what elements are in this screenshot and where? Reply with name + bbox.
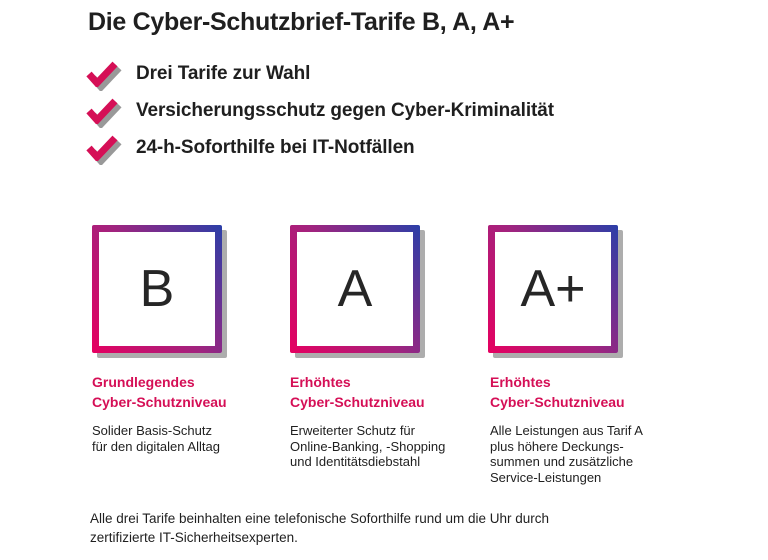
tariff-level-label: Erhöhtes Cyber-Schutzniveau <box>290 374 425 410</box>
tariff-card-a-plus: A+ <box>488 225 618 353</box>
tariff-description: Erweiterter Schutz für Online-Banking, -… <box>290 423 446 469</box>
checklist-label: Versicherungsschutz gegen Cyber-Kriminal… <box>136 99 554 121</box>
checkmark-icon <box>86 134 118 161</box>
tariff-card-a: A <box>290 225 420 353</box>
page-title: Die Cyber-Schutzbrief-Tarife B, A, A+ <box>88 8 515 36</box>
checklist-label: 24-h-Soforthilfe bei IT-Notfällen <box>136 136 415 158</box>
footnote-text: Alle drei Tarife beinhalten eine telefon… <box>90 511 550 545</box>
grade-letter-b: B <box>139 260 175 318</box>
grade-letter-a-plus: A+ <box>520 260 586 318</box>
checklist-item-1: Drei Tarife zur Wahl <box>86 60 554 87</box>
tariff-description: Solider Basis-Schutz für den digitalen A… <box>92 423 220 454</box>
checklist-item-3: 24-h-Soforthilfe bei IT-Notfällen <box>86 134 554 161</box>
checkmark-icon <box>86 60 118 87</box>
checklist-label: Drei Tarife zur Wahl <box>136 62 311 84</box>
checklist-item-2: Versicherungsschutz gegen Cyber-Kriminal… <box>86 97 554 124</box>
grade-letter-a: A <box>337 260 373 318</box>
tariff-card-b: B <box>92 225 222 353</box>
tariff-info-a-plus: Erhöhtes Cyber-Schutzniveau Alle Leistun… <box>490 372 686 485</box>
tariff-info-a: Erhöhtes Cyber-Schutzniveau Erweiterter … <box>290 372 486 470</box>
tariff-info-b: Grundlegendes Cyber-Schutzniveau Solider… <box>92 372 288 454</box>
benefits-checklist: Drei Tarife zur Wahl Versicherungsschutz… <box>86 60 554 161</box>
tariff-description: Alle Leistungen aus Tarif A plus höhere … <box>490 423 643 485</box>
checkmark-icon <box>86 97 118 124</box>
tariff-level-label: Erhöhtes Cyber-Schutzniveau <box>490 374 625 410</box>
tariff-level-label: Grundlegendes Cyber-Schutzniveau <box>92 374 227 410</box>
